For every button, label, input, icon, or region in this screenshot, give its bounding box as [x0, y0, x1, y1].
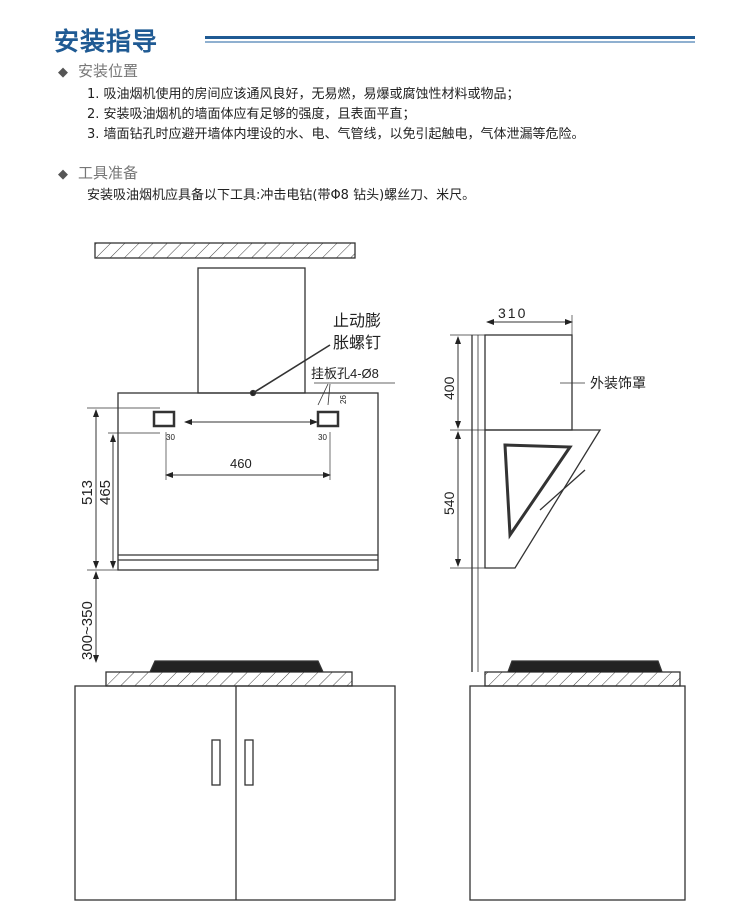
dim-26: 26 — [339, 395, 348, 404]
dim-540: 540 — [441, 491, 457, 515]
ceiling-hatch — [94, 242, 356, 259]
location-item-1: 1. 吸油烟机使用的房间应该通风良好，无易燃，易爆或腐蚀性材料或物品； — [87, 87, 520, 102]
section-heading-text: 工具准备 — [78, 164, 139, 182]
section-heading-text: 安装位置 — [78, 62, 139, 80]
page-title: 安装指导 — [54, 27, 159, 56]
screw-label-1: 止动膨 — [333, 312, 381, 330]
cabinet-front — [74, 685, 396, 901]
mount-bracket-right — [316, 410, 340, 428]
chimney-front — [197, 267, 306, 394]
hood-side — [484, 429, 602, 569]
dim-310: 310 — [498, 305, 527, 321]
location-item-3: 3. 墙面钻孔时应避开墙体内埋设的水、电、气管线，以免引起触电，气体泄漏等危险。 — [87, 127, 585, 142]
title-rule-secondary — [205, 41, 695, 43]
location-item-2: 2. 安装吸油烟机的墙面体应有足够的强度，且表面平直； — [87, 107, 416, 122]
hood-body-front — [117, 392, 379, 571]
hole-label: 挂板孔4-Ø8 — [311, 366, 379, 381]
cooktop-front — [149, 660, 324, 673]
section-heading-tools: ◆ 工具准备 — [58, 162, 138, 183]
diamond-bullet-icon: ◆ — [58, 167, 68, 182]
chimney-side — [484, 334, 573, 431]
cabinet-handle-left — [211, 739, 221, 786]
cabinet-handle-right — [244, 739, 254, 786]
mount-bracket-left — [152, 410, 176, 428]
cover-label: 外装饰罩 — [590, 375, 646, 391]
countertop-front — [105, 671, 353, 687]
dim-513: 513 — [79, 480, 96, 505]
title-rule — [205, 36, 695, 39]
dim-300-350: 300~350 — [79, 601, 96, 660]
dim-30-left: 30 — [166, 433, 175, 442]
dim-465: 465 — [97, 480, 114, 505]
cabinet-side — [469, 685, 686, 901]
dim-30-right: 30 — [318, 433, 327, 442]
cooktop-side — [507, 660, 663, 673]
dim-400: 400 — [441, 376, 457, 400]
tools-text: 安装吸油烟机应具备以下工具:冲击电钻(带Φ8 钻头)螺丝刀、米尺。 — [87, 188, 476, 203]
countertop-side — [484, 671, 681, 687]
diamond-bullet-icon: ◆ — [58, 65, 68, 80]
hood-side-panel — [503, 443, 573, 540]
section-heading-location: ◆ 安装位置 — [58, 60, 138, 81]
screw-label-2: 胀螺钉 — [333, 334, 381, 352]
dim-460: 460 — [230, 456, 252, 471]
